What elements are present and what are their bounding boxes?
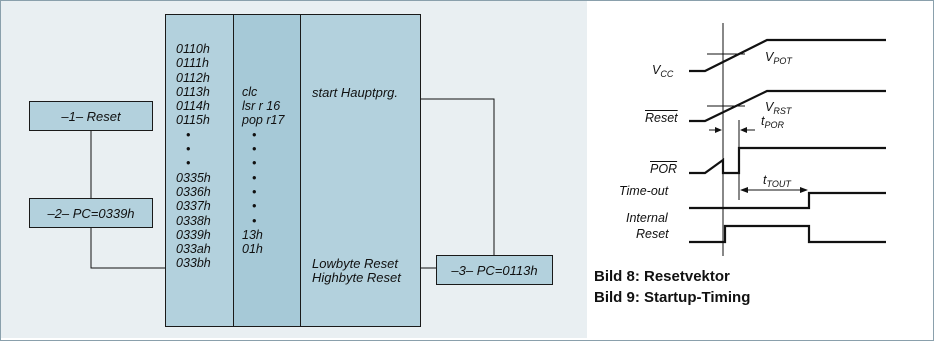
box-reset: –1– Reset bbox=[29, 101, 153, 131]
instruction-cell: • bbox=[252, 184, 257, 199]
address-cell: 0114h bbox=[176, 99, 210, 114]
timing-arrowheads bbox=[715, 127, 808, 193]
address-cell: 0338h bbox=[176, 213, 211, 228]
instruction-cell: 13h bbox=[242, 227, 263, 242]
address-cell: 0110h bbox=[176, 42, 210, 56]
address-cell: • bbox=[186, 127, 191, 142]
label-vpot: VPOT bbox=[765, 50, 792, 66]
caption-bild8: Bild 8: Resetvektor bbox=[594, 268, 730, 285]
comment-start-hauptprg: start Hauptprg. bbox=[312, 85, 398, 100]
instruction-cell: lsr r 16 bbox=[242, 99, 281, 114]
timing-guides bbox=[707, 23, 807, 256]
address-cell: 0113h bbox=[176, 84, 210, 99]
ttout-arrowhead-right bbox=[800, 187, 808, 193]
address-cell: • bbox=[186, 156, 191, 171]
comment-lowbyte-reset: Lowbyte Reset bbox=[312, 256, 398, 271]
address-cell: • bbox=[186, 142, 191, 157]
connector-pc2-to-start bbox=[421, 98, 495, 255]
signal-por bbox=[689, 146, 886, 175]
ttout-arrowhead-left bbox=[740, 187, 748, 193]
signal-internal-reset bbox=[689, 224, 886, 244]
instruction-cell: pop r17 bbox=[242, 113, 285, 128]
label-reset: Reset bbox=[645, 111, 678, 125]
box-pc-0339h: –2– PC=0339h bbox=[29, 198, 153, 228]
address-cell: 0115h bbox=[176, 113, 210, 128]
address-cell: 0112h bbox=[176, 70, 210, 85]
tpor-arrowhead-left bbox=[715, 127, 722, 133]
instruction-cell: • bbox=[252, 170, 257, 185]
label-por: POR bbox=[650, 162, 678, 176]
instruction-cell: • bbox=[252, 142, 257, 157]
label-vcc: VCC bbox=[652, 63, 674, 79]
comment-highbyte-reset: Highbyte Reset bbox=[312, 270, 401, 285]
timing-signals bbox=[689, 38, 886, 244]
label-time-out: Time-out bbox=[619, 184, 669, 198]
label-vrst: VRST bbox=[765, 100, 792, 116]
instruction-cell: • bbox=[252, 127, 257, 142]
address-cell: 0337h bbox=[176, 199, 211, 214]
tpor-arrowhead-right bbox=[740, 127, 747, 133]
address-cell: 0111h bbox=[176, 56, 209, 71]
connector-pc1-to-table bbox=[90, 228, 165, 269]
label-ttout: tTOUT bbox=[763, 173, 791, 189]
address-cell: 0336h bbox=[176, 184, 211, 199]
signal-timeout bbox=[689, 191, 886, 210]
label-internal: Internal bbox=[626, 211, 668, 225]
flow-connectors bbox=[90, 98, 495, 269]
address-cell: 033bh bbox=[176, 256, 211, 271]
address-cell: 0339h bbox=[176, 227, 211, 242]
caption-bild9: Bild 9: Startup-Timing bbox=[594, 289, 751, 306]
label-internal-reset: Reset bbox=[636, 227, 669, 241]
instruction-cell: • bbox=[252, 199, 257, 214]
instruction-cell: • bbox=[252, 156, 257, 171]
instruction-cell: • bbox=[252, 213, 257, 228]
instruction-cell: clc bbox=[242, 84, 258, 99]
label-tpor: tPOR bbox=[761, 114, 784, 130]
address-cell: 0335h bbox=[176, 170, 211, 185]
address-cell: 033ah bbox=[176, 242, 211, 257]
box-pc-0113h: –3– PC=0113h bbox=[436, 255, 553, 285]
instruction-cell: 01h bbox=[242, 242, 263, 257]
instruction-column bbox=[233, 14, 301, 327]
signal-reset bbox=[689, 89, 886, 123]
signal-vcc bbox=[689, 38, 886, 73]
